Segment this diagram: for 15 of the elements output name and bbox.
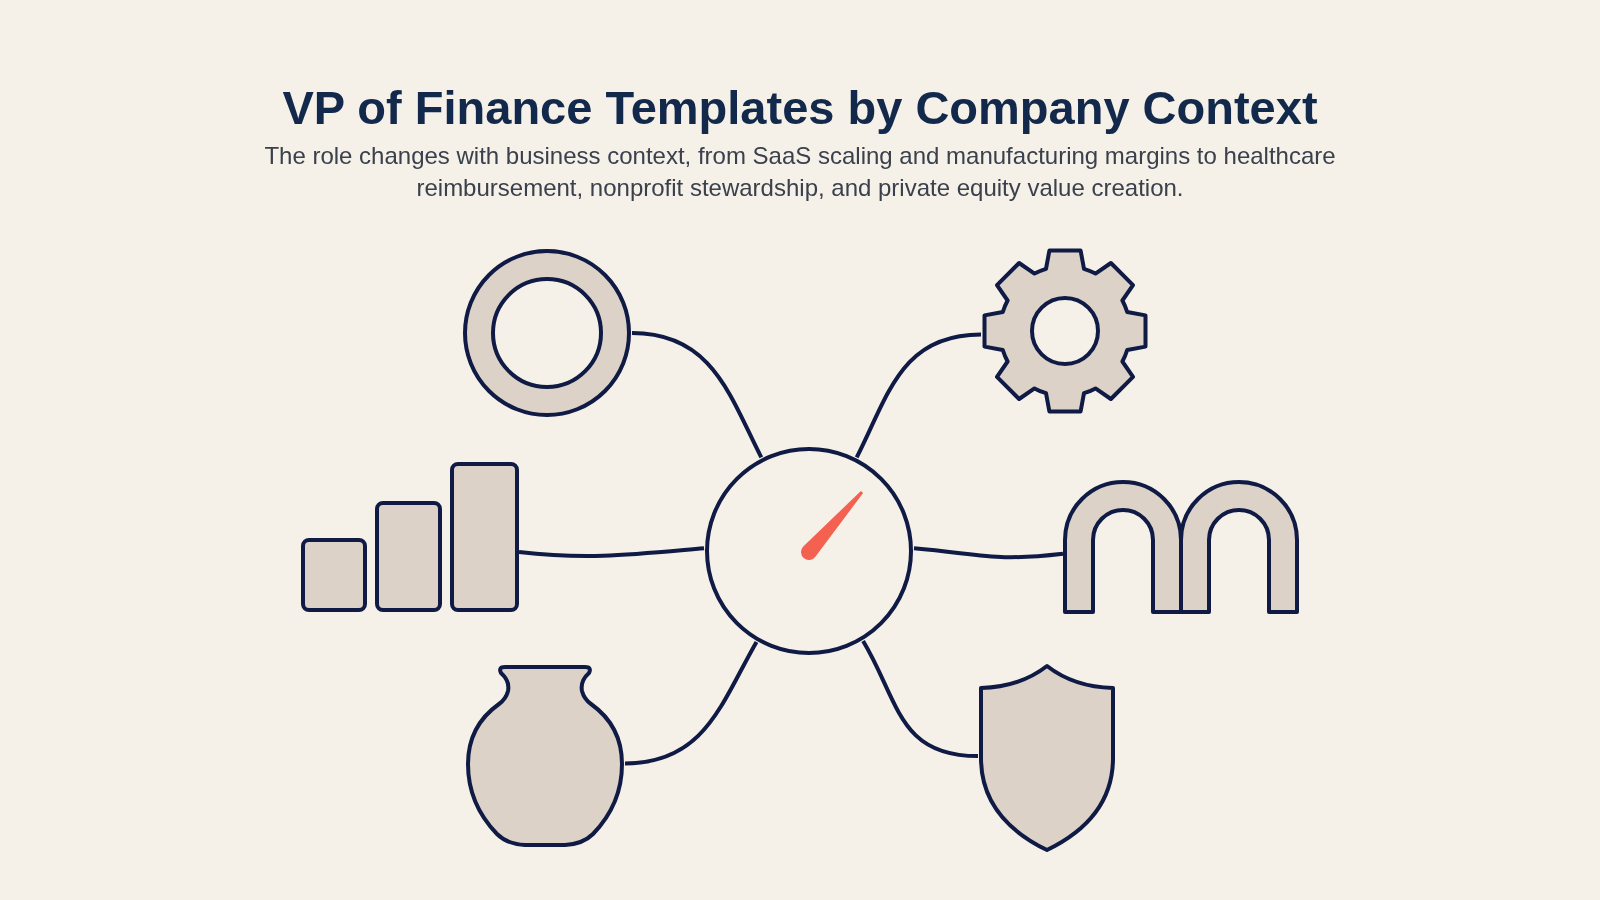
bar-chart-icon: [301, 462, 519, 612]
connector-line: [854, 332, 982, 459]
gauge-icon: [704, 446, 914, 656]
arches-icon: [1063, 480, 1299, 614]
connector-line: [913, 546, 1064, 560]
vase-icon: [465, 664, 625, 848]
connector-line: [631, 331, 764, 459]
connector-line: [518, 546, 705, 558]
subtitle: The role changes with business context, from SaaS scaling and manufacturing margins to healthcare reimbursement, nonprofit stewardship, and private equity value creation.: [263, 141, 1337, 203]
ring-icon: [462, 248, 632, 418]
connector-line: [861, 640, 979, 759]
connector-line: [624, 640, 759, 766]
title: VP of Finance Templates by Company Context: [282, 80, 1318, 136]
shield-icon: [978, 663, 1116, 853]
gear-icon: [981, 246, 1149, 416]
